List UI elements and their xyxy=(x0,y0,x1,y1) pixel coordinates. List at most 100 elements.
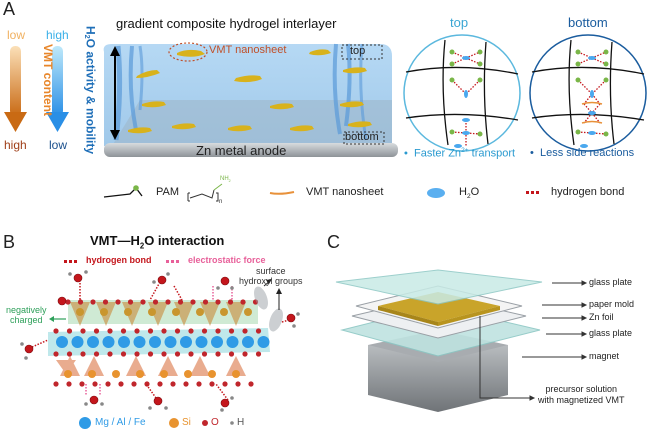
o-atom xyxy=(170,381,176,387)
atom-legend-o: O xyxy=(211,417,219,428)
o-atom xyxy=(255,351,262,357)
c-label-leaders xyxy=(479,280,588,401)
water-molecules xyxy=(20,270,300,412)
o-atom xyxy=(80,351,86,357)
si-atom-icon xyxy=(169,418,179,428)
hydrogen-bond-icon xyxy=(526,191,539,194)
mg-al-fe-atom-icon xyxy=(79,417,91,429)
b-electrostatic-legend-icon xyxy=(166,260,179,263)
top-zoom-circle xyxy=(403,34,521,152)
hydrogel-interlayer xyxy=(103,43,393,146)
surface-line2: hydroxyl groups xyxy=(239,276,303,286)
o-atom-icon xyxy=(202,420,208,426)
title-pre: VMT—H xyxy=(90,233,140,248)
top-region-label: top xyxy=(350,45,366,57)
si-atoms xyxy=(64,308,252,378)
si-atom xyxy=(172,308,180,316)
o-atom xyxy=(115,299,121,305)
label-magnet: magnet xyxy=(589,351,620,361)
o-atom xyxy=(201,351,208,357)
o-atom xyxy=(107,351,113,357)
pam-n-subscript: n xyxy=(219,199,223,205)
vmt-nanosheets xyxy=(128,49,372,134)
surface-line1: surface xyxy=(256,266,286,276)
pam-chain-icon xyxy=(103,185,143,198)
h-sub: 2 xyxy=(466,193,471,201)
panel-c-letter: C xyxy=(327,232,340,252)
bottom-zoom-caption: • Less side reactions xyxy=(530,147,634,159)
o-atom xyxy=(144,381,150,387)
o-atom xyxy=(215,299,221,305)
surface-hydroxyl-label: surface hydroxyl groups xyxy=(239,266,303,286)
water-activity-arrow xyxy=(46,46,69,132)
label-glass-plate-bottom: glass plate xyxy=(589,328,633,338)
si-atom xyxy=(208,370,216,378)
o-atom xyxy=(188,328,194,334)
atom-legend-h: H xyxy=(237,417,245,428)
nh-sub: 2 xyxy=(228,179,231,184)
o-atom xyxy=(174,351,181,357)
o-atom xyxy=(53,381,59,387)
vmt-callout-ellipse xyxy=(168,42,208,62)
o-atom xyxy=(79,381,85,387)
caption: Less side reactions xyxy=(539,147,635,159)
legend-vmt-label: VMT nanosheet xyxy=(306,186,384,198)
o-text: O xyxy=(470,186,480,198)
title-post: O interaction xyxy=(144,233,225,248)
bottom-zoom-title: bottom xyxy=(568,15,608,30)
water-axis-bottom: low xyxy=(49,138,68,152)
negative-line1: negatively xyxy=(6,305,47,315)
panel-a-letter: A xyxy=(3,0,16,19)
o-atom xyxy=(215,351,221,357)
legend-water-label: H2O xyxy=(459,186,479,200)
label-paper-mold: paper mold xyxy=(589,299,635,309)
negative-line2: charged xyxy=(10,315,43,325)
zn-anode-slab xyxy=(104,143,398,157)
o-atom xyxy=(80,328,86,334)
atom-legend-si: Si xyxy=(182,417,191,428)
o-atom xyxy=(228,351,235,357)
panel-b-letter: B xyxy=(3,232,16,252)
caption-post: transport xyxy=(468,147,516,160)
panel-a-title: gradient composite hydrogel interlayer xyxy=(116,16,337,31)
o-atom xyxy=(66,351,73,357)
si-atom xyxy=(124,308,132,316)
si-atom xyxy=(148,308,156,316)
vmt-nanosheet-icon xyxy=(269,191,295,195)
metal-atom xyxy=(102,336,115,348)
o-atom xyxy=(196,381,202,387)
metal-atom xyxy=(195,336,208,348)
o-atom xyxy=(209,381,215,387)
o-atom xyxy=(53,351,59,357)
o-atom xyxy=(235,381,241,387)
water-activity-label: H2O activity & mobility xyxy=(83,26,97,154)
legend-hbond-label: hydrogen bond xyxy=(551,186,625,198)
o-atom xyxy=(65,299,71,305)
o-atom xyxy=(190,299,196,305)
o-atom xyxy=(147,328,154,334)
metal-atom xyxy=(149,336,161,348)
bullet: • xyxy=(530,147,534,159)
o-atom xyxy=(77,299,84,305)
water-label-sub: 2 xyxy=(83,34,92,39)
si-atom xyxy=(160,370,168,378)
pam-nh2-label: NH2 xyxy=(220,176,231,183)
metal-atom xyxy=(71,336,84,348)
o-atom xyxy=(152,299,159,305)
precursor-line1: precursor solution xyxy=(545,384,618,394)
o-atom xyxy=(161,328,167,334)
o-atom xyxy=(120,351,127,357)
top-zoom-caption: • Faster Zn2+ transport xyxy=(404,147,515,160)
o-atom xyxy=(92,381,98,387)
si-atom xyxy=(232,370,240,378)
negatively-charged-label: negatively charged xyxy=(6,305,47,325)
metal-atom xyxy=(226,336,239,348)
si-atom xyxy=(100,308,108,316)
metal-atoms xyxy=(56,336,270,348)
caption-sup: 2+ xyxy=(461,147,469,154)
h-atom-icon xyxy=(230,421,234,425)
bottom-region-label: bottom xyxy=(345,131,379,143)
o-atom xyxy=(90,299,96,305)
o-atom xyxy=(201,328,208,334)
